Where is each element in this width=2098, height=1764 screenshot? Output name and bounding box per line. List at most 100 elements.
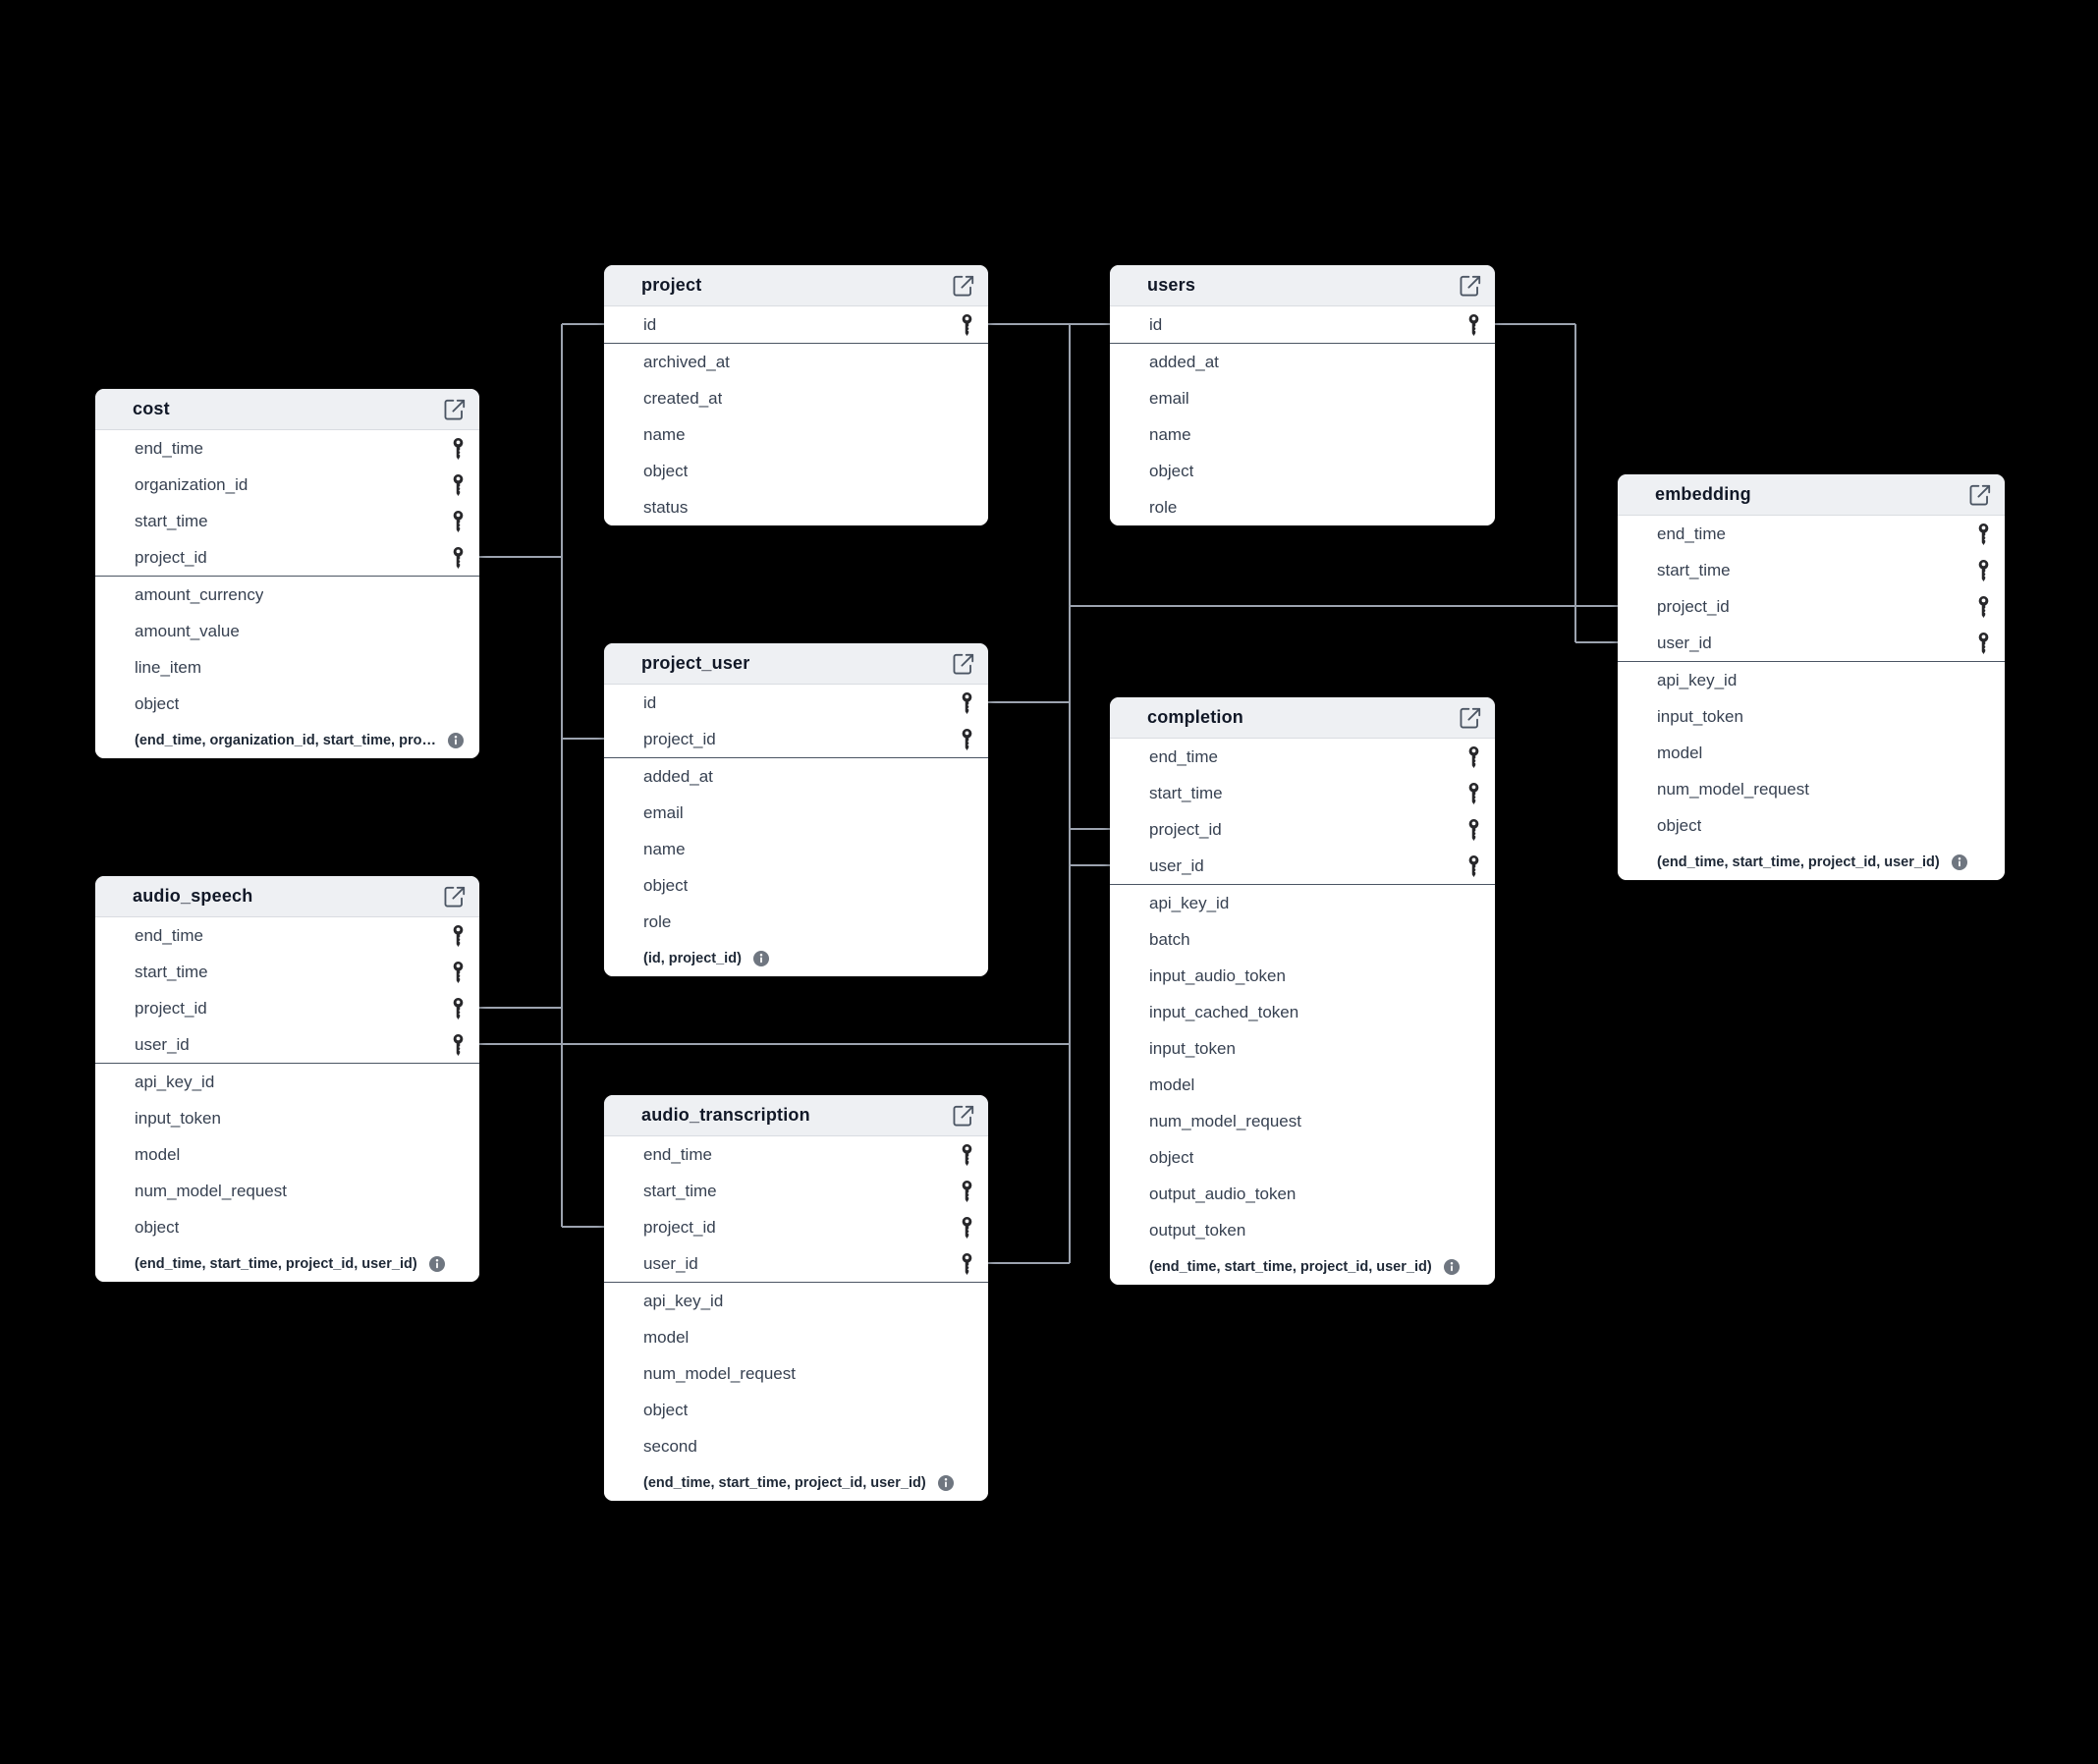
key-icon [1467, 854, 1480, 877]
field-row-composite-index: (end_time, start_time, project_id, user_… [1618, 844, 2005, 880]
field-name: start_time [135, 511, 208, 530]
field-row-object: object [604, 453, 988, 489]
table-users[interactable]: users id added_at email name [1110, 265, 1495, 525]
field-name: model [1657, 743, 1703, 762]
field-name: object [1657, 815, 1702, 835]
field-name: start_time [135, 962, 208, 981]
field-name: name [1149, 424, 1191, 444]
field-name: user_id [135, 1034, 190, 1054]
table-fields: end_time start_time project_id user_id [1110, 739, 1495, 1285]
field-row-model: model [1618, 735, 2005, 771]
field-name: num_model_request [135, 1181, 287, 1200]
open-table-icon[interactable] [950, 650, 976, 677]
open-table-icon[interactable] [441, 396, 468, 422]
table-title: project_user [641, 653, 750, 673]
field-name: num_model_request [1149, 1111, 1301, 1130]
field-row-composite-index: (end_time, start_time, project_id, user_… [604, 1464, 988, 1501]
field-name: added_at [1149, 352, 1219, 371]
field-row-id: id [1110, 306, 1495, 343]
table-title: users [1147, 275, 1196, 295]
info-icon[interactable] [1443, 1258, 1461, 1276]
table-header: project_user [604, 643, 988, 685]
field-row-composite-index: (end_time, start_time, project_id, user_… [95, 1245, 479, 1282]
field-name: project_id [1657, 596, 1730, 616]
field-row-end_time: end_time [1110, 739, 1495, 775]
table-header: audio_speech [95, 876, 479, 917]
key-icon [961, 1252, 973, 1275]
field-row-second: second [604, 1428, 988, 1464]
field-name: (end_time, start_time, project_id, user_… [135, 1255, 417, 1272]
info-icon[interactable] [1951, 854, 1968, 871]
field-name: user_id [1657, 633, 1712, 652]
field-row-input_audio_token: input_audio_token [1110, 958, 1495, 994]
key-icon [961, 728, 973, 750]
key-section-divider [1618, 661, 2005, 662]
field-row-num_model_request: num_model_request [1110, 1103, 1495, 1139]
table-fields: id archived_at created_at name object st… [604, 306, 988, 525]
field-name: name [643, 424, 686, 444]
field-row-composite-index: (end_time, start_time, project_id, user_… [1110, 1248, 1495, 1285]
field-name: start_time [1657, 560, 1731, 579]
field-name: end_time [1149, 746, 1218, 766]
key-section-divider [1110, 343, 1495, 344]
field-name: api_key_id [643, 1291, 724, 1310]
table-project[interactable]: project id archived_at created_at name [604, 265, 988, 525]
field-name: user_id [1149, 855, 1204, 875]
field-row-composite-index: (end_time, organization_id, start_time, … [95, 722, 479, 758]
open-table-icon[interactable] [1457, 704, 1483, 731]
info-icon[interactable] [752, 950, 770, 967]
field-row-start_time: start_time [604, 1173, 988, 1209]
field-row-input_token: input_token [1618, 698, 2005, 735]
key-icon [1467, 745, 1480, 768]
open-table-icon[interactable] [950, 1102, 976, 1129]
table-cost[interactable]: cost end_time organization_id s [95, 389, 479, 758]
field-name: role [643, 911, 672, 931]
info-icon[interactable] [937, 1474, 955, 1492]
field-row-start_time: start_time [1618, 552, 2005, 588]
field-row-num_model_request: num_model_request [95, 1173, 479, 1209]
field-name: project_id [643, 1217, 716, 1237]
table-audio_speech[interactable]: audio_speech end_time start_time [95, 876, 479, 1282]
field-name: input_token [135, 1108, 221, 1128]
field-row-added_at: added_at [604, 758, 988, 795]
open-table-icon[interactable] [441, 883, 468, 910]
field-name: (id, project_id) [643, 950, 742, 966]
field-name: id [643, 692, 657, 712]
info-icon[interactable] [447, 732, 465, 749]
field-name: id [1149, 314, 1163, 334]
field-name: project_id [1149, 819, 1222, 839]
field-name: input_token [1149, 1038, 1236, 1058]
table-fields: end_time start_time project_id user_id [1618, 516, 2005, 880]
table-completion[interactable]: completion end_time start_time [1110, 697, 1495, 1285]
field-name: (end_time, start_time, project_id, user_… [643, 1474, 926, 1491]
open-table-icon[interactable] [1966, 481, 1993, 508]
field-name: end_time [135, 925, 203, 945]
table-embedding[interactable]: embedding end_time start_time p [1618, 474, 2005, 880]
field-row-object: object [1110, 1139, 1495, 1176]
key-section-divider [604, 757, 988, 758]
field-name: num_model_request [643, 1363, 796, 1383]
field-name: created_at [643, 388, 723, 408]
field-row-project_id: project_id [1618, 588, 2005, 625]
key-icon [1977, 523, 1990, 545]
key-icon [452, 997, 465, 1020]
info-icon[interactable] [428, 1255, 446, 1273]
table-title: completion [1147, 707, 1244, 727]
key-icon [1977, 559, 1990, 581]
key-icon [452, 437, 465, 460]
field-row-line_item: line_item [95, 649, 479, 686]
field-name: (end_time, organization_id, start_time, … [135, 732, 436, 748]
table-header: audio_transcription [604, 1095, 988, 1136]
field-row-output_audio_token: output_audio_token [1110, 1176, 1495, 1212]
field-row-object: object [95, 686, 479, 722]
field-row-start_time: start_time [1110, 775, 1495, 811]
field-name: role [1149, 497, 1178, 517]
field-name: (end_time, start_time, project_id, user_… [1657, 854, 1940, 870]
field-row-model: model [95, 1136, 479, 1173]
open-table-icon[interactable] [950, 272, 976, 299]
table-project_user[interactable]: project_user id project_id adde [604, 643, 988, 976]
table-audio_transcription[interactable]: audio_transcription end_time start_time [604, 1095, 988, 1501]
field-row-project_id: project_id [1110, 811, 1495, 848]
open-table-icon[interactable] [1457, 272, 1483, 299]
